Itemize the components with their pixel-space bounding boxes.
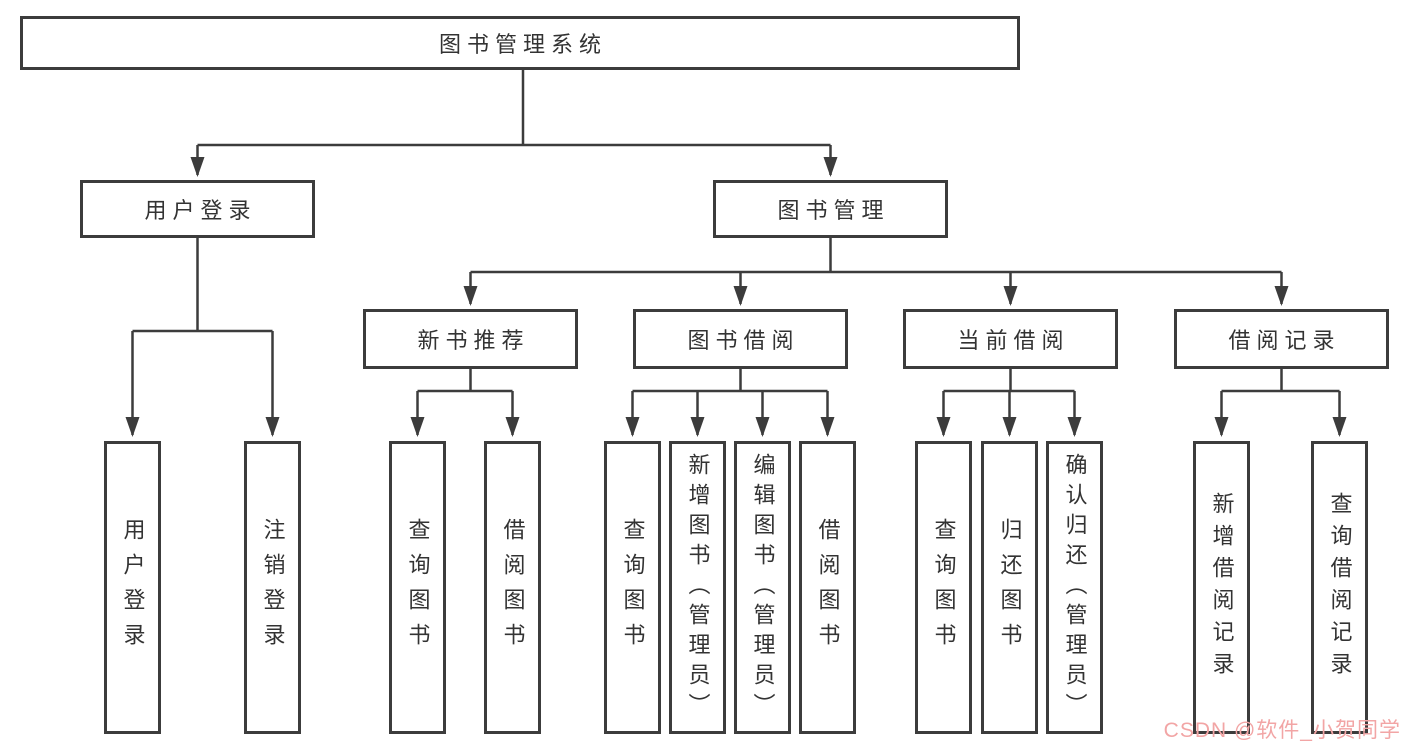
node-root-system: 图书管理系统 xyxy=(20,16,1020,70)
node-label: 借阅记录 xyxy=(1228,328,1341,353)
node-book-borrow: 图书借阅 xyxy=(633,309,848,369)
node-borrow-record: 借阅记录 xyxy=(1174,309,1389,369)
leaf-label: 查询图书 xyxy=(620,517,646,658)
node-current-borrow: 当前借阅 xyxy=(903,309,1118,369)
leaf-label: 查询借阅记录 xyxy=(1327,491,1353,684)
leaf-label: 查询图书 xyxy=(405,517,431,658)
leaf-logout-login: 注销登录 xyxy=(244,441,301,734)
leaf-borrow-query-books: 查询图书 xyxy=(604,441,661,734)
leaf-current-return-books: 归还图书 xyxy=(981,441,1038,734)
csdn-watermark: CSDN @软件_小贺同学 xyxy=(1163,719,1401,742)
node-book-management: 图书管理 xyxy=(713,180,948,238)
leaf-current-confirm-return-admin: 确认归还（管理员） xyxy=(1046,441,1103,734)
leaf-borrow-add-books-admin: 新增图书（管理员） xyxy=(669,441,726,734)
leaf-user-login: 用户登录 xyxy=(104,441,161,734)
leaf-label: 新增借阅记录 xyxy=(1209,491,1235,684)
leaf-record-add-borrow-record: 新增借阅记录 xyxy=(1193,441,1250,734)
leaf-label: 借阅图书 xyxy=(815,517,841,658)
leaf-label: 用户登录 xyxy=(120,517,146,658)
node-user-login: 用户登录 xyxy=(80,180,315,238)
leaf-borrow-borrow-books: 借阅图书 xyxy=(799,441,856,734)
leaf-label: 借阅图书 xyxy=(500,517,526,658)
node-label: 当前借阅 xyxy=(957,328,1070,353)
leaf-label: 新增图书（管理员） xyxy=(685,452,711,723)
leaf-record-query-borrow-record: 查询借阅记录 xyxy=(1311,441,1368,734)
leaf-label: 归还图书 xyxy=(997,517,1023,658)
leaf-label: 注销登录 xyxy=(260,517,286,658)
leaf-current-query-books: 查询图书 xyxy=(915,441,972,734)
node-label: 新书推荐 xyxy=(417,328,530,353)
node-label: 图书管理系统 xyxy=(438,32,607,57)
leaf-label: 查询图书 xyxy=(931,517,957,658)
leaf-newbook-query-books: 查询图书 xyxy=(389,441,446,734)
leaf-newbook-borrow-books: 借阅图书 xyxy=(484,441,541,734)
leaf-label: 编辑图书（管理员） xyxy=(750,452,776,723)
node-label: 图书借阅 xyxy=(687,328,800,353)
leaf-borrow-edit-books-admin: 编辑图书（管理员） xyxy=(734,441,791,734)
node-label: 用户登录 xyxy=(144,198,257,223)
node-new-book-recommend: 新书推荐 xyxy=(363,309,578,369)
leaf-label: 确认归还（管理员） xyxy=(1062,452,1088,723)
node-label: 图书管理 xyxy=(777,198,890,223)
